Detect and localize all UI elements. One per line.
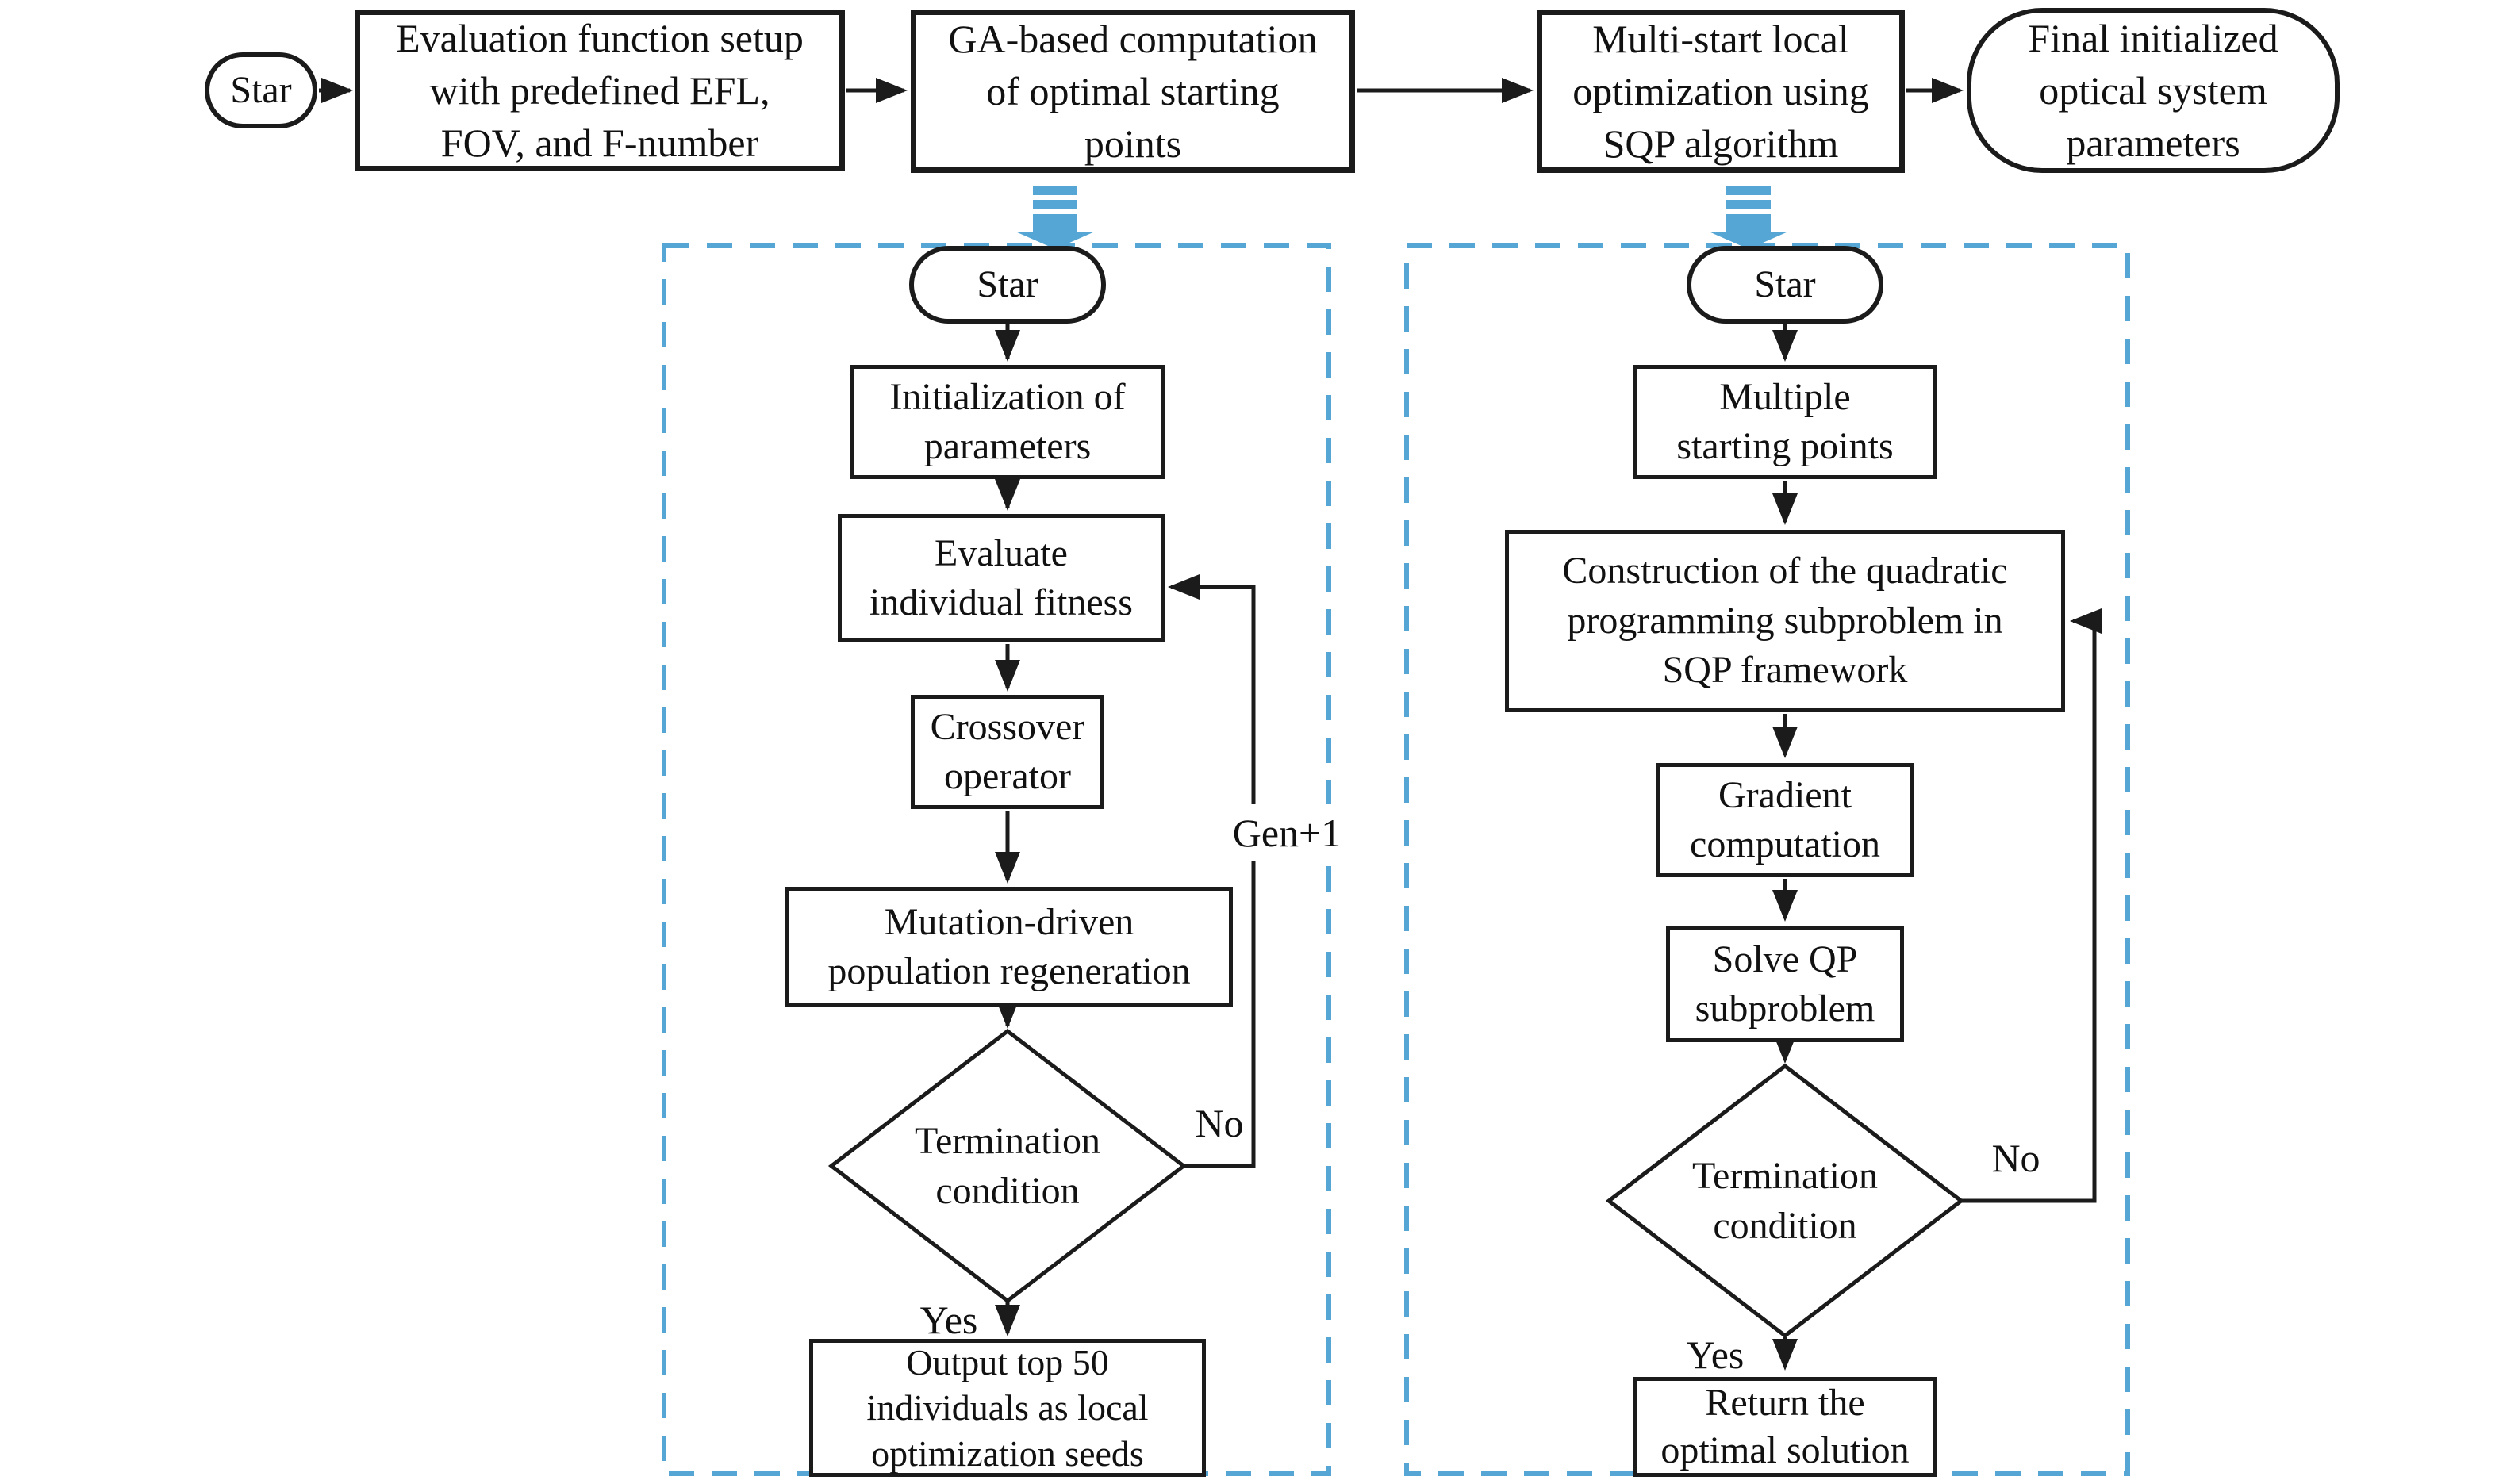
sqp-process-return-solution: Return the optimal solution bbox=[1633, 1377, 1937, 1477]
feedback-loop-ga-no bbox=[1168, 574, 1256, 1168]
ga-process-evaluate-fitness: Evaluate individual fitness bbox=[838, 514, 1165, 642]
blue-down-arrow-sqp bbox=[1709, 186, 1788, 249]
ga-branch-yes-label: Yes bbox=[919, 1298, 978, 1342]
sqp-process-construct-qp-subproblem: Construction of the quadratic programmin… bbox=[1505, 530, 2065, 712]
terminator-final-parameters: Final initialized optical system paramet… bbox=[1967, 8, 2340, 173]
ga-termination-diamond bbox=[827, 1028, 1188, 1304]
ga-decision-termination-label: Termination condition bbox=[915, 1119, 1100, 1212]
blue-down-arrow-ga bbox=[1015, 186, 1095, 249]
process-multistart-local-optimization: Multi-start local optimization using SQP… bbox=[1537, 10, 1905, 173]
ga-branch-no-label: No bbox=[1195, 1101, 1244, 1145]
ga-process-initialization: Initialization of parameters bbox=[850, 365, 1165, 479]
sqp-branch-no-label: No bbox=[1991, 1136, 2040, 1180]
sqp-process-solve-qp: Solve QP subproblem bbox=[1666, 926, 1904, 1042]
sqp-process-multiple-starting-points: Multiple starting points bbox=[1633, 365, 1937, 479]
process-evaluation-function-setup: Evaluation function setup with predefine… bbox=[355, 10, 845, 171]
ga-terminator-start: Star bbox=[909, 246, 1106, 324]
sqp-process-gradient-computation: Gradient computation bbox=[1656, 763, 1914, 877]
sqp-termination-diamond bbox=[1605, 1063, 1965, 1339]
terminator-start: Star bbox=[205, 52, 317, 128]
ga-process-crossover: Crossover operator bbox=[911, 695, 1104, 809]
ga-generation-increment-label: Gen+1 bbox=[1203, 804, 1370, 861]
feedback-loop-sqp-no bbox=[1959, 608, 2102, 1203]
sqp-decision-termination-label: Termination condition bbox=[1692, 1154, 1878, 1247]
sqp-branch-yes-label: Yes bbox=[1686, 1333, 1745, 1377]
sqp-terminator-start: Star bbox=[1687, 246, 1883, 324]
ga-subprocess-container bbox=[662, 243, 1331, 1476]
process-ga-computation: GA-based computation of optimal starting… bbox=[911, 10, 1355, 173]
ga-process-mutation: Mutation-driven population regeneration bbox=[785, 887, 1233, 1007]
ga-process-output-seeds: Output top 50 individuals as local optim… bbox=[809, 1339, 1206, 1477]
